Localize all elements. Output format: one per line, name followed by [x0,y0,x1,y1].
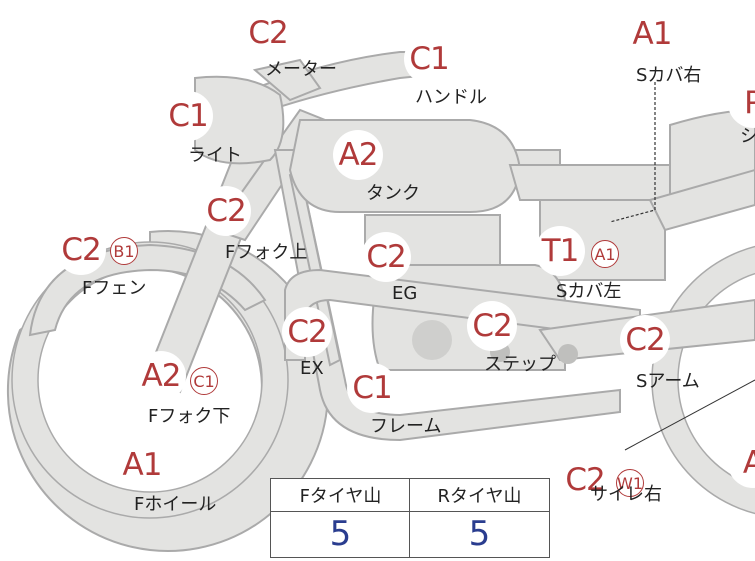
part-label-fork-lower: Fフォク下 [148,406,231,427]
grade-badge-side-cover-left: T1 [535,226,585,276]
part-label-seat: シ [740,126,755,147]
part-label-side-cover-left: Sカバ左 [556,281,622,302]
grade-badge-front-fender: C2 [56,225,106,275]
part-label-swing-arm: Sアーム [636,371,700,392]
frame-shape [273,149,621,442]
rear-tread-header: Rタイヤ山 [410,479,549,512]
grade-badge-swing-arm: C2 [620,315,670,365]
leader-line-silencer [624,379,755,451]
part-label-side-cover-right: Sカバ右 [636,65,702,86]
grade-badge-tank: A2 [333,130,383,180]
part-label-exhaust: EX [300,358,324,379]
grade-badge-light: C1 [163,91,213,141]
headlight-shape [194,75,285,165]
part-label-light: ライト [188,145,242,166]
grade-badge-fork-lower-secondary: C1 [190,367,218,395]
part-label-engine: EG [392,283,418,304]
leader-line-side-cover [609,82,656,223]
grade-badge-frame: C1 [347,363,397,413]
part-label-step: ステップ [484,354,556,375]
grade-badge-fork-upper: C2 [201,186,251,236]
grade-badge-exhaust: C2 [282,307,332,357]
grade-badge-side-cover-right: A1 [627,9,677,59]
front-tread-value: 5 [329,514,352,554]
part-label-tank: タンク [366,183,420,204]
rear-tire [652,246,755,514]
grade-badge-fork-lower: A2 [136,351,186,401]
front-tread-header: Fタイヤ山 [271,479,410,512]
part-label-handle: ハンドル [415,87,487,108]
grade-badge-handle: C1 [404,34,454,84]
part-label-silencer-right: サイレ右 [590,484,662,505]
grade-badge-silencer-right-secondary: W1 [616,469,644,497]
rear-tread-value: 5 [468,514,491,554]
grade-badge-engine: C2 [361,232,411,282]
meter-shape [252,58,322,102]
grade-badge-meter: C2 [243,8,293,58]
part-label-front-fender: Fフェン [82,278,147,299]
grade-badge-silencer-right: C2 [560,455,610,505]
step-peg-2 [558,344,578,364]
table-divider [409,479,410,557]
part-label-meter: メーター [265,59,337,80]
tire-tread-table: Fタイヤ山 Rタイヤ山 5 5 [270,478,550,558]
grade-badge-side-cover-left-secondary: A1 [591,240,619,268]
part-label-fork-upper: Fフォク上 [225,242,308,263]
grade-badge-front-wheel: A1 [117,440,167,490]
grade-badge-step: C2 [467,301,517,351]
part-label-front-wheel: Fホイール [134,494,217,515]
part-label-frame: フレーム [370,416,442,437]
engine-cover [412,320,452,360]
grade-badge-front-fender-secondary: B1 [110,237,138,265]
